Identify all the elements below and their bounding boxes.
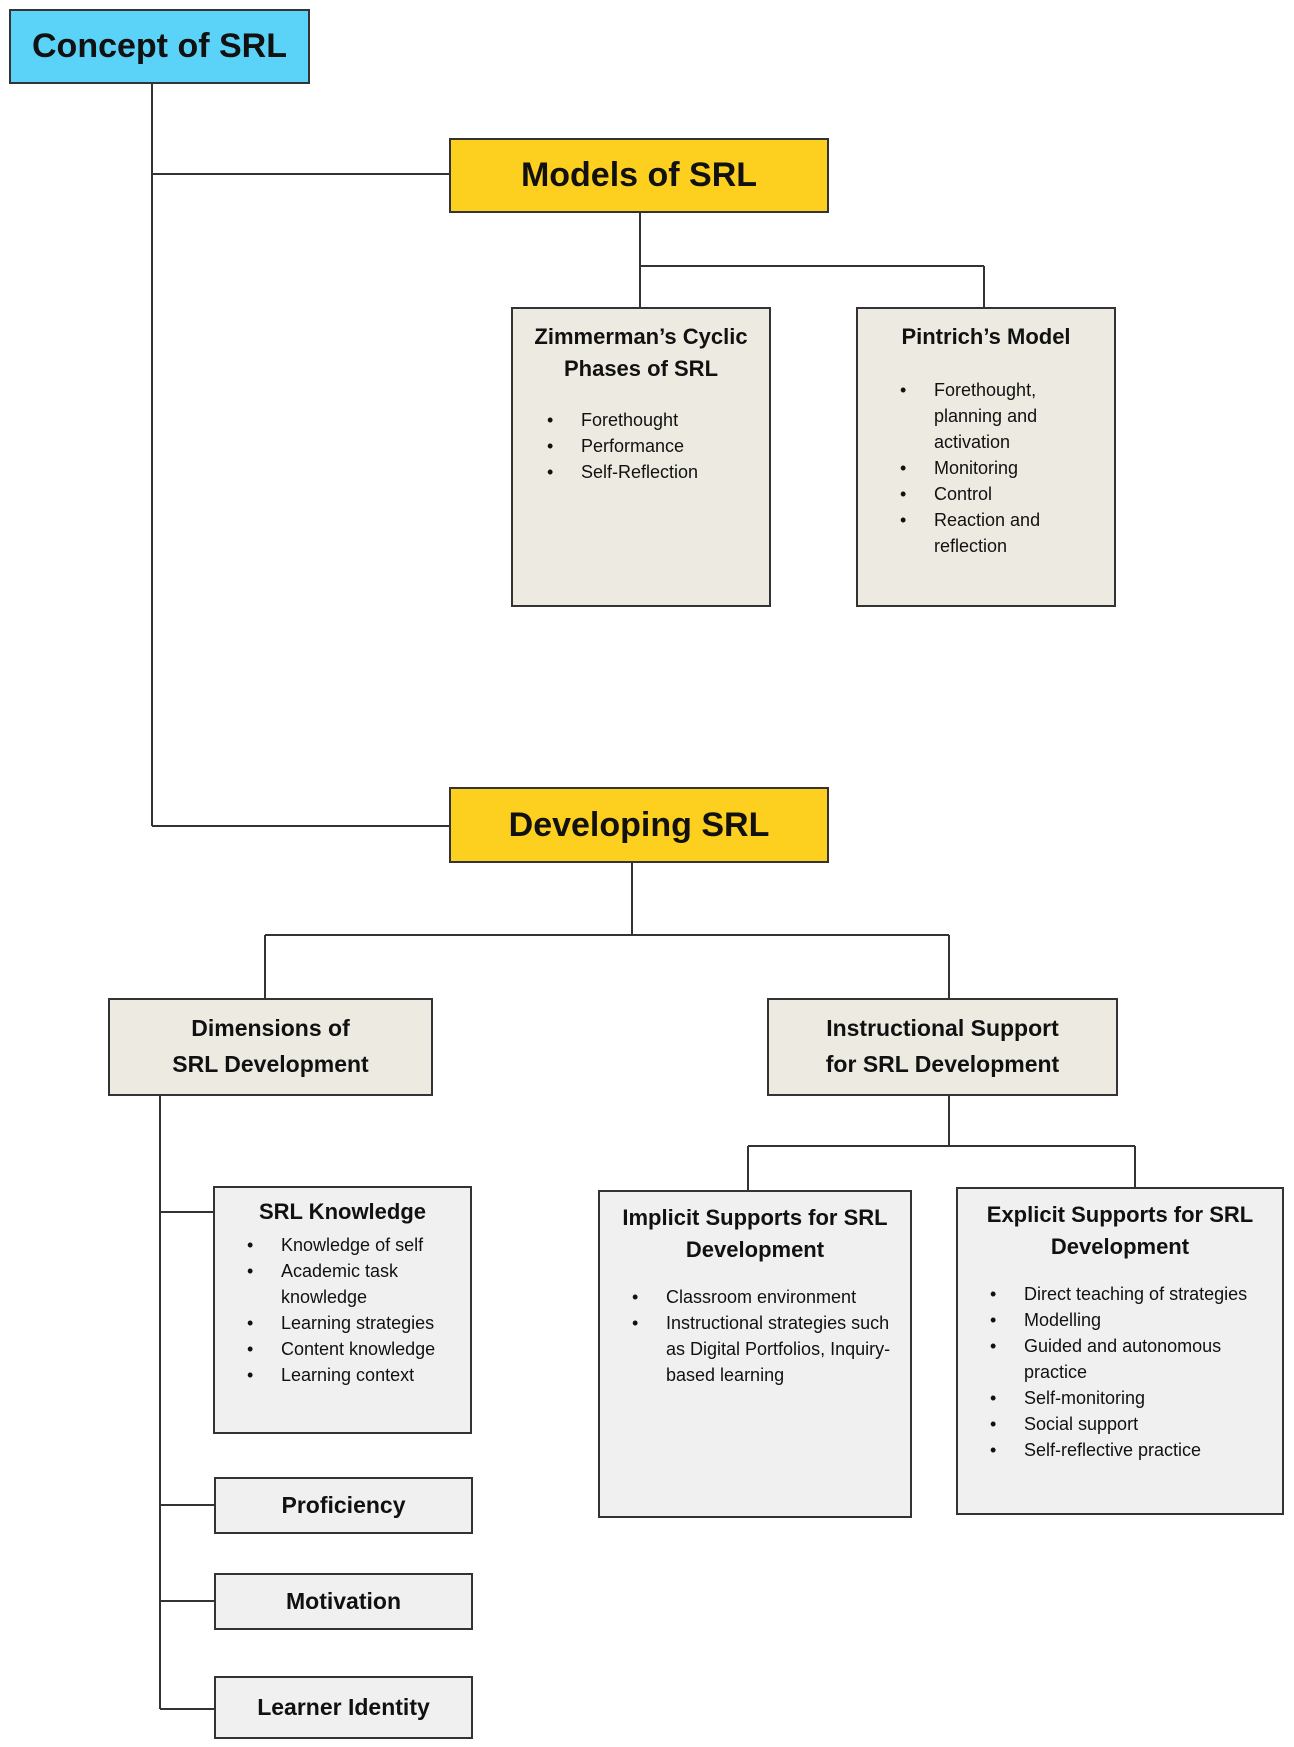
list-item: Academic task knowledge — [235, 1258, 450, 1310]
implicit-title-line2: Development — [685, 1236, 825, 1262]
list-item: Self-monitoring — [978, 1385, 1278, 1411]
motivation-label: Motivation — [286, 1588, 401, 1614]
list-item: Performance — [535, 433, 769, 459]
dimensions-title-line2: SRL Development — [172, 1051, 369, 1077]
learner-identity-label: Learner Identity — [257, 1694, 430, 1720]
models-of-srl-box: Models of SRL — [449, 138, 829, 213]
list-item: Forethought, planning and activation — [888, 377, 1058, 455]
pintrich-title: Pintrich’s Model — [901, 324, 1071, 349]
list-item: Knowledge of self — [235, 1232, 450, 1258]
pintrich-model-box: Pintrich’s Model Forethought, planning a… — [856, 307, 1116, 607]
srl-knowledge-list: Knowledge of self Academic task knowledg… — [215, 1232, 450, 1389]
dimensions-title-line1: Dimensions of — [191, 1015, 350, 1042]
list-item: Self-Reflection — [535, 459, 769, 485]
proficiency-box: Proficiency — [214, 1477, 473, 1534]
list-item: Learning context — [235, 1362, 450, 1388]
zimmerman-model-box: Zimmerman’s Cyclic Phases of SRL Foretho… — [511, 307, 771, 607]
developing-srl-title: Developing SRL — [508, 805, 770, 844]
list-item: Monitoring — [888, 455, 1058, 481]
list-item: Social support — [978, 1411, 1278, 1437]
explicit-title-line1: Explicit Supports for SRL — [986, 1202, 1254, 1227]
pintrich-phase-list: Forethought, planning and activation Mon… — [858, 377, 1058, 560]
implicit-supports-box: Implicit Supports for SRL Development Cl… — [598, 1190, 912, 1518]
srl-knowledge-box: SRL Knowledge Knowledge of self Academic… — [213, 1186, 472, 1434]
concept-of-srl-title: Concept of SRL — [32, 27, 287, 65]
proficiency-label: Proficiency — [281, 1492, 406, 1518]
list-item: Guided and autonomous practice — [978, 1333, 1278, 1385]
instructional-title-line1: Instructional Support — [826, 1015, 1059, 1042]
list-item: Control — [888, 481, 1058, 507]
models-of-srl-title: Models of SRL — [520, 156, 758, 194]
list-item: Forethought — [535, 407, 769, 433]
list-item: Direct teaching of strategies — [978, 1281, 1278, 1307]
list-item: Content knowledge — [235, 1336, 450, 1362]
explicit-supports-box: Explicit Supports for SRL Development Di… — [956, 1187, 1284, 1515]
list-item: Learning strategies — [235, 1310, 450, 1336]
list-item: Modelling — [978, 1307, 1278, 1333]
list-item: Instructional strategies such as Digital… — [620, 1310, 905, 1388]
motivation-box: Motivation — [214, 1573, 473, 1630]
concept-of-srl-box: Concept of SRL — [9, 9, 310, 84]
implicit-title-line1: Implicit Supports for SRL — [622, 1205, 888, 1230]
zimmerman-phase-list: Forethought Performance Self-Reflection — [513, 407, 769, 485]
learner-identity-box: Learner Identity — [214, 1676, 473, 1739]
list-item: Classroom environment — [620, 1284, 905, 1310]
explicit-supports-list: Direct teaching of strategies Modelling … — [958, 1281, 1278, 1464]
srl-knowledge-title: SRL Knowledge — [258, 1199, 427, 1224]
list-item: Self-reflective practice — [978, 1437, 1278, 1463]
list-item: Reaction and reflection — [888, 507, 1058, 559]
instructional-title-line2: for SRL Development — [825, 1051, 1060, 1077]
zimmerman-title-line2: Phases of SRL — [563, 355, 719, 381]
instructional-support-box: Instructional Support for SRL Developmen… — [767, 998, 1118, 1096]
developing-srl-box: Developing SRL — [449, 787, 829, 863]
implicit-supports-list: Classroom environment Instructional stra… — [600, 1284, 905, 1388]
zimmerman-title-line1: Zimmerman’s Cyclic — [534, 324, 748, 349]
explicit-title-line2: Development — [1050, 1233, 1190, 1259]
dimensions-box: Dimensions of SRL Development — [108, 998, 433, 1096]
